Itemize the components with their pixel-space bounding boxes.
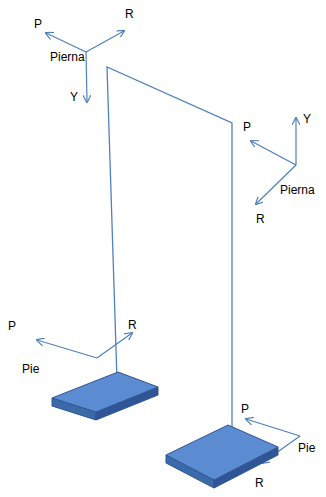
axis-label: Pierna [50,50,85,64]
foot-block [52,372,158,420]
axis-label: Pierna [280,183,315,197]
axis-label: Pie [298,441,315,455]
leg-lines [107,67,232,428]
axis-arrows [37,31,300,463]
axis-label: P [241,402,249,416]
axis-label: P [8,319,16,333]
axis-label: Pie [22,362,39,376]
axis-label: R [128,318,137,332]
axis-label: P [34,17,42,31]
axis-label: R [125,7,134,21]
axis-label: Y [70,90,78,104]
axis-label: R [255,476,264,490]
axis-label: P [243,120,251,134]
axis-label: R [256,212,265,226]
axis-label: Y [303,112,311,126]
